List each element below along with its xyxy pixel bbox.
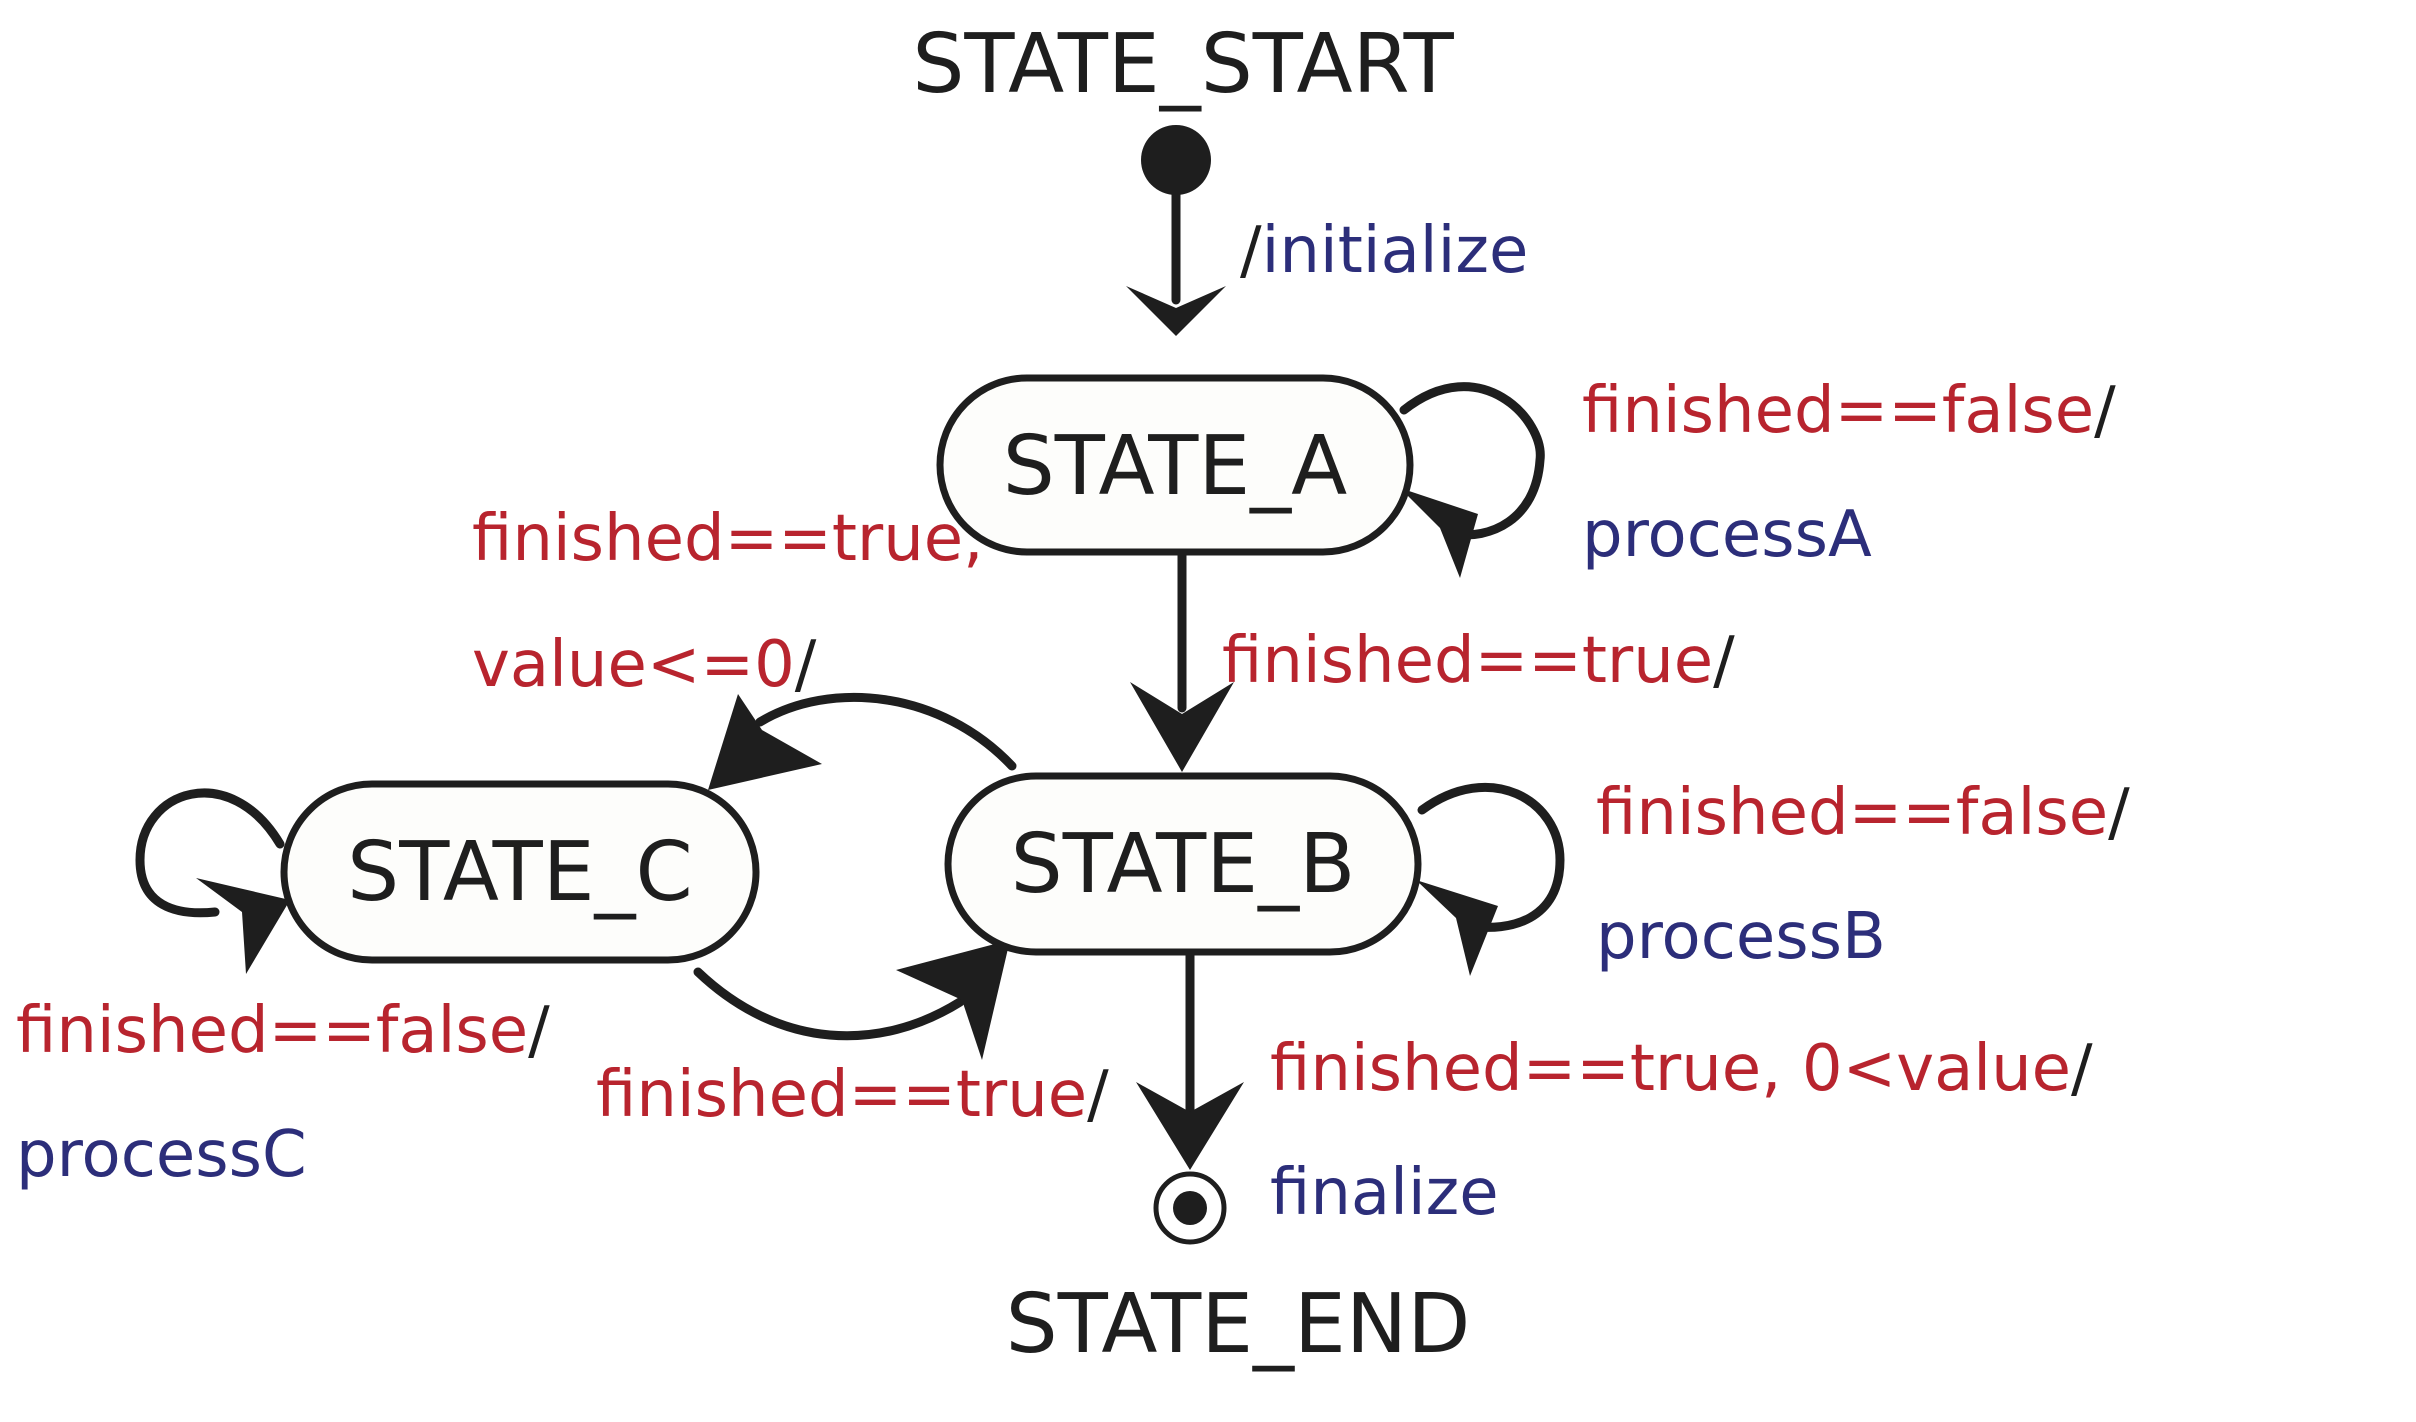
label-b-to-c-line2: value<=0/ xyxy=(472,628,817,702)
label-b-to-end-guard-line: finished==true, 0<value/ xyxy=(1270,1032,2093,1106)
state-a: STATE_A xyxy=(936,374,1414,556)
arrowhead-b-to-end xyxy=(1136,1082,1244,1170)
end-state-label: STATE_END xyxy=(1006,1277,1471,1372)
state-c-label: STATE_C xyxy=(347,825,693,920)
state-a-label: STATE_A xyxy=(1003,419,1348,514)
arrowhead-a-to-b xyxy=(1130,682,1234,772)
edge-b-to-c xyxy=(755,692,1017,771)
label-b-to-end-action: finalize xyxy=(1270,1156,1499,1230)
initial-pseudostate xyxy=(1141,125,1211,195)
edge-a-self-loop xyxy=(1399,382,1545,540)
label-a-to-b-separator: / xyxy=(1713,624,1735,698)
state-b-box xyxy=(944,772,1422,956)
label-start-to-a-separator: / xyxy=(1240,214,1262,288)
label-a-to-b-guard: finished==true xyxy=(1222,624,1713,698)
state-c: STATE_C xyxy=(280,780,760,964)
label-a-self-guard: finished==false xyxy=(1582,374,2094,448)
label-b-self-guard-line: finished==false/ xyxy=(1596,776,2130,850)
label-a-self-guard-line: finished==false/ xyxy=(1582,374,2116,448)
arrowhead-b-self-loop xyxy=(1416,880,1498,976)
label-c-self-action: processC xyxy=(16,1118,307,1192)
label-b-self-action: processB xyxy=(1596,900,1886,974)
label-b-to-c-guard-line2: value<=0 xyxy=(472,628,795,702)
edge-c-self-loop xyxy=(135,788,285,918)
label-c-self-guard-line: finished==false/ xyxy=(16,994,550,1068)
label-a-to-b: finished==true/ xyxy=(1222,624,1735,698)
label-c-self-guard: finished==false xyxy=(16,994,528,1068)
arrowhead-c-self-loop xyxy=(196,878,290,974)
label-b-to-c-separator: / xyxy=(795,628,817,702)
label-b-to-end-guard: finished==true, 0<value xyxy=(1270,1032,2071,1106)
final-pseudostate-dot xyxy=(1173,1191,1207,1225)
arrowhead-start-to-a xyxy=(1126,286,1226,336)
label-a-self-separator: / xyxy=(2094,374,2116,448)
label-b-to-c-guard-line1: finished==true, xyxy=(472,502,984,576)
label-c-to-b-guard: finished==true xyxy=(596,1058,1087,1132)
state-b: STATE_B xyxy=(944,772,1422,956)
start-state-label: STATE_START xyxy=(912,17,1454,112)
label-b-self-guard: finished==false xyxy=(1596,776,2108,850)
label-a-self-action: processA xyxy=(1582,498,1872,572)
edge-b-self-loop xyxy=(1417,782,1565,932)
state-a-box xyxy=(936,374,1414,556)
label-c-self-separator: / xyxy=(528,994,550,1068)
arrowhead-b-to-c xyxy=(708,694,822,790)
state-c-box xyxy=(280,780,760,964)
arrowhead-a-self-loop xyxy=(1400,488,1478,578)
final-pseudostate-ring xyxy=(1153,1171,1227,1245)
state-b-label: STATE_B xyxy=(1011,817,1356,912)
label-c-to-b: finished==true/ xyxy=(596,1058,1109,1132)
label-start-to-a: /initialize xyxy=(1240,214,1528,288)
arrowhead-c-to-b xyxy=(896,940,1010,1060)
label-start-to-a-action: initialize xyxy=(1262,214,1529,288)
label-c-to-b-separator: / xyxy=(1087,1058,1109,1132)
edge-c-to-b xyxy=(693,967,965,1041)
label-b-self-separator: / xyxy=(2108,776,2130,850)
label-b-to-end-separator: / xyxy=(2071,1032,2093,1106)
